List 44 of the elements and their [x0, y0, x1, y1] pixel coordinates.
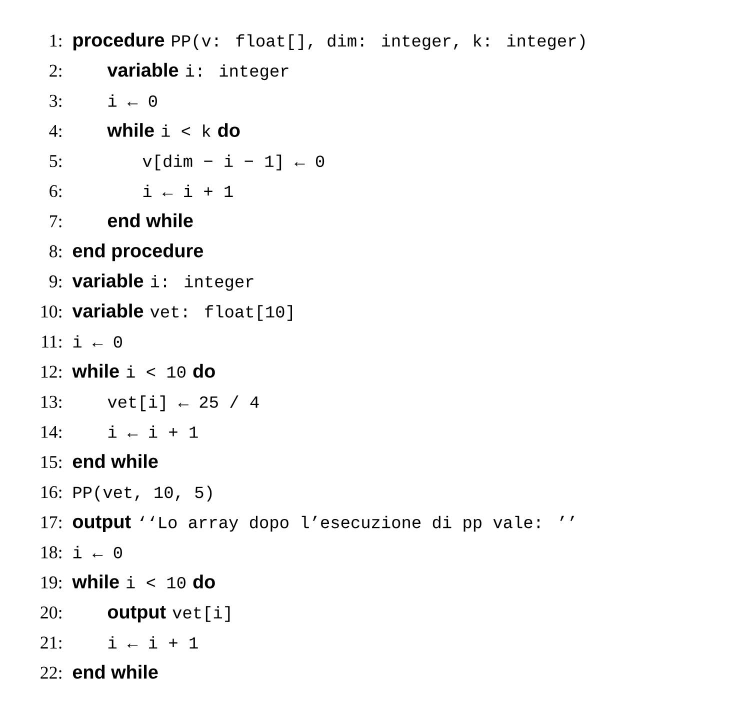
line-number: 16: [41, 486, 62, 498]
code-line: variable i: integer [72, 274, 254, 291]
line-number: 20: [40, 606, 62, 619]
code-line: end while [72, 454, 158, 468]
line-number: 7: [50, 215, 62, 228]
code-line: while i < 10 do [72, 574, 215, 588]
code-line: procedure PP(v: float[], dim: integer, k: integer) [73, 32, 585, 50]
code-line: i ← i + 1 [108, 636, 198, 648]
code-line: output vet[i] [108, 606, 230, 622]
line-number: 17: [41, 516, 62, 528]
line-number: 9: [49, 275, 62, 288]
code-line: i ← i + 1 [143, 184, 233, 197]
code-line: vet[i] ← 25 / 4 [108, 395, 259, 412]
code-line: variable vet: float[10] [72, 304, 292, 321]
line-number: 2: [50, 64, 62, 77]
line-number: 4: [49, 124, 62, 138]
code-line: i ← 0 [108, 94, 157, 107]
line-number: 22: [40, 666, 62, 679]
code-line: end while [108, 213, 193, 228]
code-line: v[dim − i − 1] ← 0 [142, 154, 324, 170]
code-line: i ← 0 [73, 335, 122, 348]
line-number: 5: [50, 155, 62, 168]
line-number: 11: [42, 336, 62, 348]
code-line: i ← 0 [73, 546, 122, 558]
code-line: end procedure [72, 243, 204, 262]
line-number: 14: [41, 426, 62, 438]
code-line: PP(vet, 10, 5) [74, 486, 212, 502]
line-number: 1: [50, 34, 62, 47]
line-number: 12: [41, 366, 62, 378]
line-number: 13: [41, 396, 62, 408]
line-number: 15: [41, 456, 62, 468]
line-number: 19: [41, 576, 62, 589]
code-line: i ← i + 1 [108, 426, 198, 438]
code-line: output ‘‘Lo array dopo l’esecuzione di pp vale: ’’ [72, 516, 574, 532]
code-line: while i < 10 do [72, 364, 215, 378]
code-line: end while [72, 664, 158, 679]
line-number: 6: [50, 185, 62, 198]
line-number: 18: [41, 546, 62, 558]
line-number: 8: [50, 245, 62, 258]
code-line: while i < k do [107, 123, 240, 137]
line-number: 21: [40, 636, 62, 649]
line-number: 10: [41, 305, 62, 318]
code-line: variable i: integer [107, 62, 288, 80]
line-number: 3: [50, 94, 62, 107]
